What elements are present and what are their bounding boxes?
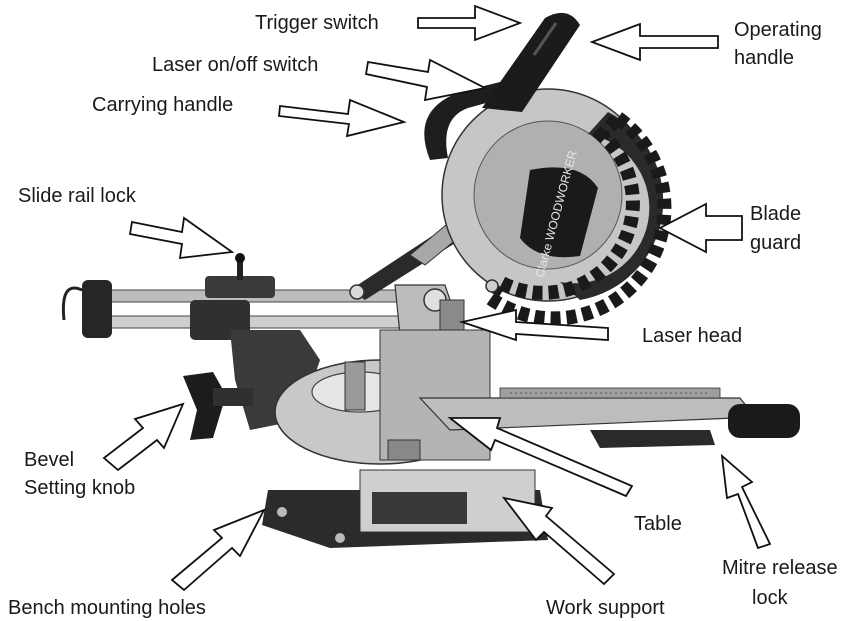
label-trigger-switch: Trigger switch <box>255 12 379 34</box>
laser-head-unit <box>439 299 465 331</box>
label-laser-switch: Laser on/off switch <box>152 54 318 76</box>
label-table: Table <box>634 513 682 535</box>
label-bevel-knob-line2: Setting knob <box>24 477 135 499</box>
logo-plate: Clarke WOODWORKER <box>520 149 598 279</box>
arrow-mitre-release-lock <box>720 453 772 550</box>
label-mitre-release-lock-line1: Mitre release <box>722 557 838 579</box>
saw-base <box>262 469 548 548</box>
label-operating-handle-line2: handle <box>734 47 794 69</box>
slide-rail-lock-knob <box>235 253 245 280</box>
arrow-carrying-handle <box>278 98 407 138</box>
arrow-trigger-switch <box>417 4 523 42</box>
saw-illustration: Clarke WOODWORKER <box>61 12 800 548</box>
arrow-laser-switch <box>364 58 488 102</box>
blade-guard-body <box>480 108 672 326</box>
arrow-table <box>447 417 634 498</box>
label-bevel-knob-line1: Bevel <box>24 449 74 471</box>
label-blade-guard-line1: Blade <box>750 203 801 225</box>
callout-arrows <box>102 4 772 592</box>
mitre-arm <box>418 387 800 448</box>
arrow-operating-handle <box>589 22 719 62</box>
carrying-handle <box>424 82 504 160</box>
arrow-bench-mounting-holes <box>170 508 266 592</box>
label-carrying-handle: Carrying handle <box>92 94 233 116</box>
arrow-laser-head <box>458 308 609 342</box>
label-mitre-release-lock-line2: lock <box>752 587 789 609</box>
label-bench-mounting-holes: Bench mounting holes <box>8 597 206 619</box>
label-work-support: Work support <box>546 597 665 619</box>
arrow-work-support <box>501 496 616 586</box>
arrow-slide-rail-lock <box>128 216 235 260</box>
label-blade-guard-line2: guard <box>750 232 801 254</box>
label-laser-head: Laser head <box>642 325 742 347</box>
callout-labels: Trigger switch Operating handle Laser on… <box>8 12 838 619</box>
arrow-blade-guard <box>658 202 743 254</box>
label-operating-handle-line1: Operating <box>734 19 822 41</box>
operating-handle <box>482 12 580 113</box>
bevel-setting-knob <box>183 372 253 440</box>
arrow-bevel-knob <box>102 402 185 472</box>
label-slide-rail-lock: Slide rail lock <box>18 185 137 207</box>
